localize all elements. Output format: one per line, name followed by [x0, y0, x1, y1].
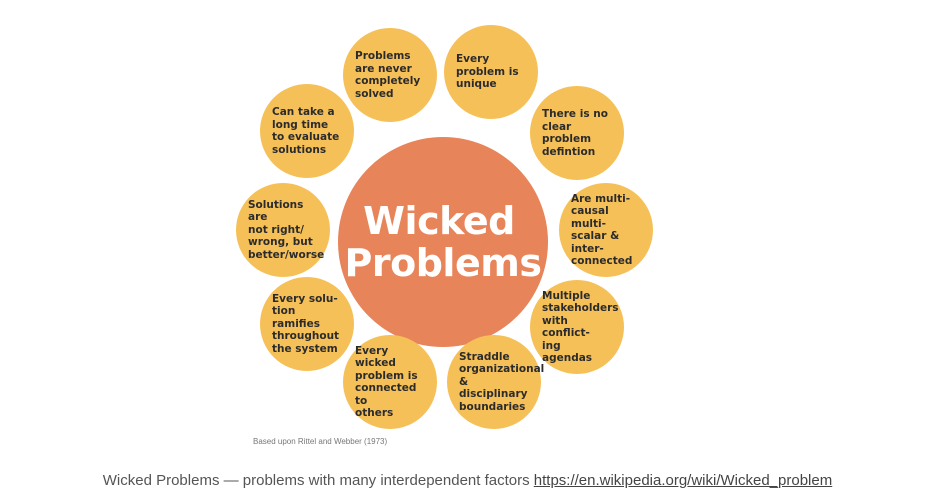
petal-better-worse: Solutions are not right/ wrong, but bett… — [236, 183, 330, 277]
petal-multi-causal: Are multi- causal multi- scalar & inter-… — [559, 183, 653, 277]
petal-label: Every problem is unique — [456, 53, 519, 91]
petal-ramifies: Every solu- tion ramifies throughout the… — [260, 277, 354, 371]
petal-no-definition: There is no clear problem defintion — [530, 86, 624, 180]
wikipedia-link[interactable]: https://en.wikipedia.org/wiki/Wicked_pro… — [533, 472, 833, 489]
petal-label: Every wicked problem is connected to oth… — [355, 344, 418, 420]
petal-label: There is no clear problem defintion — [542, 108, 608, 158]
petal-stakeholders: Multiple stakeholders with conflict- ing… — [530, 280, 624, 374]
center-circle: Wicked Problems — [338, 137, 548, 347]
petal-never-solved: Problems are never completely solved — [343, 28, 437, 122]
petal-label: Solutions are not right/ wrong, but bett… — [248, 198, 325, 261]
center-title-line1: Wicked — [363, 199, 515, 243]
petal-label: Can take a long time to evaluate solutio… — [272, 106, 340, 156]
petal-unique: Every problem is unique — [444, 25, 538, 119]
caption-text: Wicked Problems — problems with many int… — [102, 472, 534, 489]
petal-straddle-boundaries: Straddle organizational & disciplinary b… — [447, 335, 545, 429]
wicked-problems-diagram: Wicked Problems Problems are never compl… — [236, 25, 653, 446]
petal-label: Straddle organizational & disciplinary b… — [459, 350, 545, 413]
petal-label: Multiple stakeholders with conflict- ing… — [542, 289, 619, 365]
figure-caption: Wicked Problems — problems with many int… — [0, 472, 935, 489]
petal-connected: Every wicked problem is connected to oth… — [343, 335, 437, 429]
source-credit: Based upon Rittel and Webber (1973) — [253, 437, 388, 446]
petal-label: Are multi- causal multi- scalar & inter-… — [571, 192, 633, 268]
petal-label: Every solu- tion ramifies throughout the… — [272, 292, 340, 355]
petal-long-time: Can take a long time to evaluate solutio… — [260, 84, 354, 178]
center-title-line2: Problems — [344, 241, 542, 285]
petal-label: Problems are never completely solved — [355, 50, 421, 100]
